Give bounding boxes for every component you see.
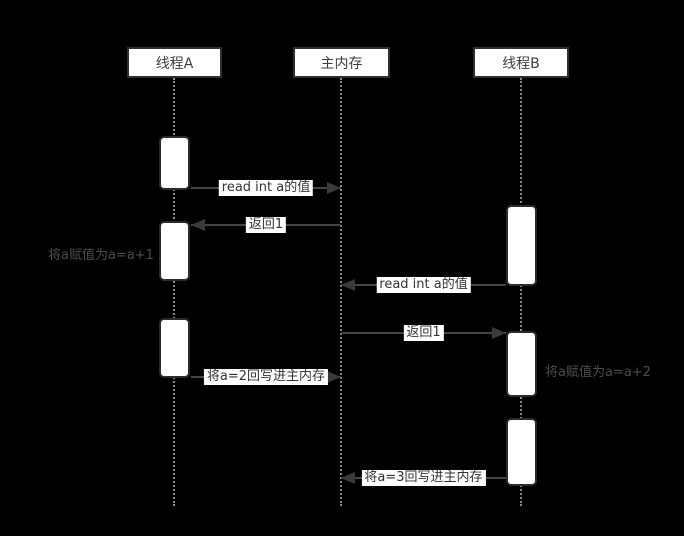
- arrowhead-right-icon: [327, 182, 341, 194]
- participant-thread-b-label: 线程B: [502, 55, 540, 72]
- message-label: 返回1: [245, 217, 287, 233]
- lifeline-thread-a: [173, 78, 175, 506]
- arrowhead-left-icon: [341, 279, 355, 291]
- lifeline-main-memory: [340, 78, 342, 506]
- lifeline-thread-b: [520, 78, 522, 506]
- activation-thread-a-1: [159, 136, 190, 190]
- message-label: read int a的值: [376, 277, 471, 293]
- activation-thread-b-1: [506, 205, 537, 286]
- message-read-a-from-thread-a: read int a的值: [191, 180, 341, 196]
- message-label: 将a=2回写进主内存: [203, 369, 329, 385]
- message-label: 返回1: [403, 325, 444, 341]
- activation-thread-b-3: [506, 418, 537, 486]
- note-assign-a-plus-2: 将a赋值为a=a+2: [545, 365, 651, 380]
- participant-thread-a-label: 线程A: [155, 55, 194, 72]
- participant-main-memory-label: 主内存: [320, 55, 363, 72]
- arrowhead-left-icon: [341, 472, 355, 484]
- message-label: 将a=3回写进主内存: [361, 470, 486, 486]
- participant-thread-a: 线程A: [127, 47, 222, 78]
- message-return-1-to-thread-a: 返回1: [191, 217, 341, 233]
- arrowhead-right-icon: [327, 371, 341, 383]
- message-label: read int a的值: [218, 180, 314, 196]
- arrowhead-right-icon: [492, 327, 506, 339]
- note-assign-a-plus-1: 将a赋值为a=a+1: [48, 248, 154, 263]
- participant-thread-b: 线程B: [473, 47, 569, 78]
- activation-thread-b-2: [506, 331, 537, 397]
- message-writeback-a2: 将a=2回写进主内存: [191, 369, 341, 385]
- message-read-a-from-thread-b: read int a的值: [341, 277, 506, 293]
- activation-thread-a-3: [159, 318, 190, 378]
- participant-main-memory: 主内存: [293, 47, 390, 78]
- message-writeback-a3: 将a=3回写进主内存: [341, 470, 506, 486]
- activation-thread-a-2: [159, 221, 190, 281]
- message-return-1-to-thread-b: 返回1: [341, 325, 506, 341]
- arrowhead-left-icon: [191, 219, 205, 231]
